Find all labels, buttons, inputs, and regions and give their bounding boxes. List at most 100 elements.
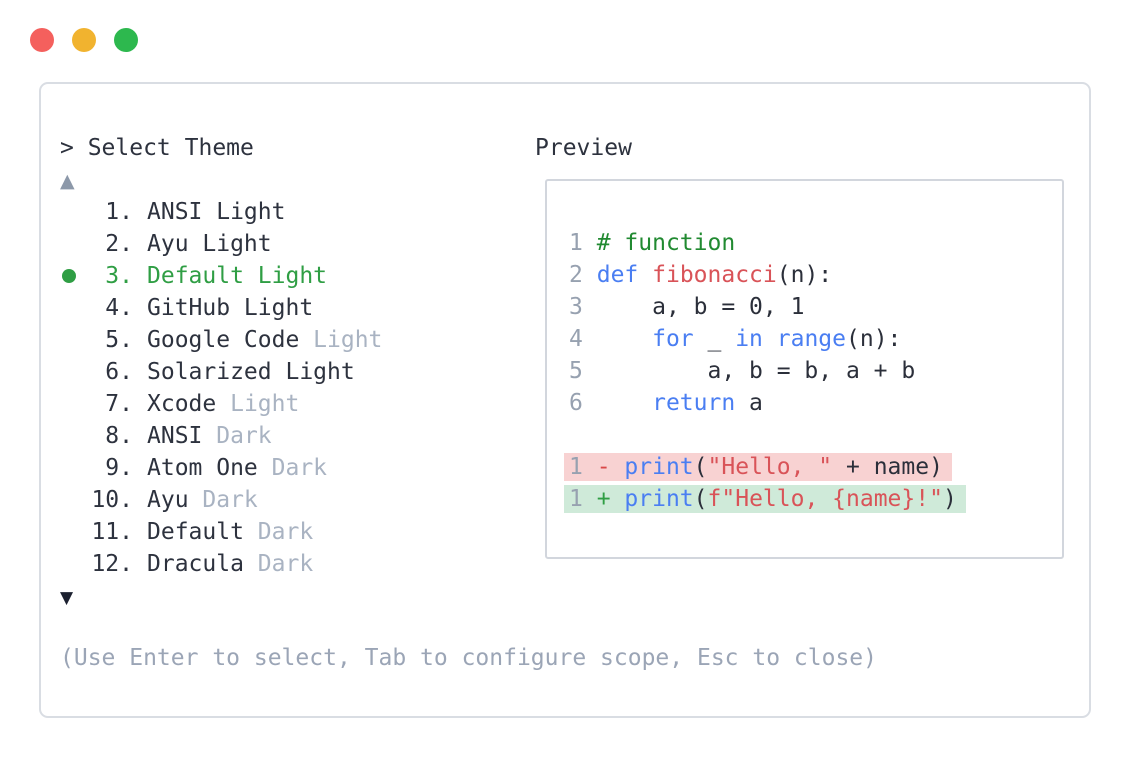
item-label: ANSI Light xyxy=(147,199,285,225)
item-label-part: Default Light xyxy=(147,263,328,289)
theme-list-item[interactable]: 3. Default Light xyxy=(60,260,877,292)
item-number: 5. xyxy=(105,327,133,353)
code-token xyxy=(763,326,777,352)
code-token: - xyxy=(596,454,625,480)
marker-spacer xyxy=(60,420,91,452)
scroll-up-row: ▲ xyxy=(60,164,877,196)
minimize-button[interactable] xyxy=(72,28,96,52)
code-line: 6 return a xyxy=(569,387,1062,419)
item-label-part: Dark xyxy=(216,423,272,449)
marker-spacer xyxy=(60,292,91,324)
theme-list-item[interactable]: 4. GitHub Light xyxy=(60,292,877,324)
item-label: GitHub Light xyxy=(147,295,313,321)
theme-list: 1. ANSI Light 2. Ayu Light 3. Default Light 4.… xyxy=(60,196,877,580)
theme-list-item[interactable]: 11. Default Dark xyxy=(60,516,877,548)
close-button[interactable] xyxy=(30,28,54,52)
code-line: 4 for _ in range(n): xyxy=(569,323,1062,355)
item-number: 10. xyxy=(91,487,133,513)
item-label-part: Dark xyxy=(257,519,314,545)
item-label: Default Dark xyxy=(147,519,313,545)
selected-marker xyxy=(60,260,91,292)
code-token: ( xyxy=(693,454,708,480)
code-line: 1 - print("Hello, " + name) xyxy=(564,451,1062,483)
zoom-button[interactable] xyxy=(114,28,138,52)
theme-list-item[interactable]: 1. ANSI Light xyxy=(60,196,877,228)
item-label-part: Ayu Light xyxy=(147,231,272,257)
code-line xyxy=(569,419,1062,451)
code-line: 2 def fibonacci(n): xyxy=(569,259,1062,291)
marker-spacer xyxy=(60,516,91,548)
code-token xyxy=(597,326,652,352)
item-label-part: Google Code xyxy=(147,327,314,353)
code-token: a xyxy=(735,390,763,416)
item-label-part: Solarized Light xyxy=(147,359,355,385)
marker-spacer xyxy=(60,196,91,228)
item-number: 9. xyxy=(105,455,133,481)
scroll-down-icon[interactable]: ▼ xyxy=(60,588,74,608)
item-number: 1. xyxy=(105,199,133,225)
item-number: 11. xyxy=(91,519,133,545)
theme-list-item[interactable]: 6. Solarized Light xyxy=(60,356,877,388)
code-token: range xyxy=(776,326,847,352)
item-label-part: Default xyxy=(147,519,258,545)
theme-list-panel: > Select Theme ▲ 1. ANSI Light 2. Ayu Light… xyxy=(60,132,877,674)
traffic-lights xyxy=(30,28,138,52)
code-token: (n): xyxy=(846,326,902,352)
keyboard-hint: (Use Enter to select, Tab to configure s… xyxy=(60,645,877,671)
code-token: ( xyxy=(693,486,708,512)
code-token: + xyxy=(596,486,625,512)
code-line: 3 a, b = 0, 1 xyxy=(569,291,1062,323)
item-label: Ayu Light xyxy=(147,231,272,257)
code-line: 1 + print(f"Hello, {name}!") xyxy=(564,483,1062,515)
code-token: return xyxy=(652,390,736,416)
marker-spacer xyxy=(60,484,91,516)
item-number: 3. xyxy=(105,263,133,289)
theme-list-item[interactable]: 12.Dracula Dark xyxy=(60,548,877,580)
code-token: (n): xyxy=(776,262,833,288)
item-label-part: Dracula xyxy=(147,551,258,577)
theme-selector-window: > Select Theme ▲ 1. ANSI Light 2. Ayu Light… xyxy=(39,82,1091,718)
marker-spacer xyxy=(60,548,91,580)
item-label: Xcode Light xyxy=(147,391,299,417)
item-number: 4. xyxy=(105,295,133,321)
preview-title: Preview xyxy=(535,135,632,161)
code-line: 5 a, b = b, a + b xyxy=(569,355,1062,387)
line-number: 1 xyxy=(569,230,583,256)
select-theme-header: > Select Theme xyxy=(60,135,254,161)
code-token: def xyxy=(596,262,639,288)
selected-dot-icon xyxy=(62,269,76,283)
code-token: print xyxy=(624,454,694,480)
marker-spacer xyxy=(60,228,91,260)
line-number: 1 xyxy=(569,486,583,512)
item-label: Google Code Light xyxy=(147,327,382,353)
theme-list-item[interactable]: 7. Xcode Light xyxy=(60,388,877,420)
item-label: Ayu Dark xyxy=(147,487,258,513)
theme-list-item[interactable]: 5. Google Code Light xyxy=(60,324,877,356)
scroll-up-icon[interactable]: ▲ xyxy=(60,170,75,192)
code-token: + name) xyxy=(832,454,943,480)
item-label: Solarized Light xyxy=(147,359,355,385)
item-label: Atom One Dark xyxy=(147,455,327,481)
item-label-part: Ayu xyxy=(147,487,203,513)
item-number: 6. xyxy=(105,359,133,385)
code-token xyxy=(638,262,652,288)
code-token: a, b = 0, 1 xyxy=(596,294,805,320)
theme-list-item[interactable]: 2. Ayu Light xyxy=(60,228,877,260)
diff-removed-line: 1 - print("Hello, " + name) xyxy=(564,453,952,481)
item-number: 7. xyxy=(105,391,133,417)
theme-list-item[interactable]: 8. ANSI Dark xyxy=(60,420,877,452)
theme-list-item[interactable]: 9. Atom One Dark xyxy=(60,452,877,484)
item-label-part: Dark xyxy=(257,551,314,577)
item-label: ANSI Dark xyxy=(147,423,272,449)
code-token: _ xyxy=(693,326,736,352)
diff-added-line: 1 + print(f"Hello, {name}!") xyxy=(564,485,966,513)
item-number: 2. xyxy=(105,231,133,257)
item-label-part: Atom One xyxy=(147,455,272,481)
marker-spacer xyxy=(60,388,91,420)
item-number: 8. xyxy=(105,423,133,449)
item-label-part: Dark xyxy=(271,455,328,481)
marker-spacer xyxy=(60,452,91,484)
item-label-part: ANSI xyxy=(147,423,217,449)
theme-list-item[interactable]: 10. Ayu Dark xyxy=(60,484,877,516)
